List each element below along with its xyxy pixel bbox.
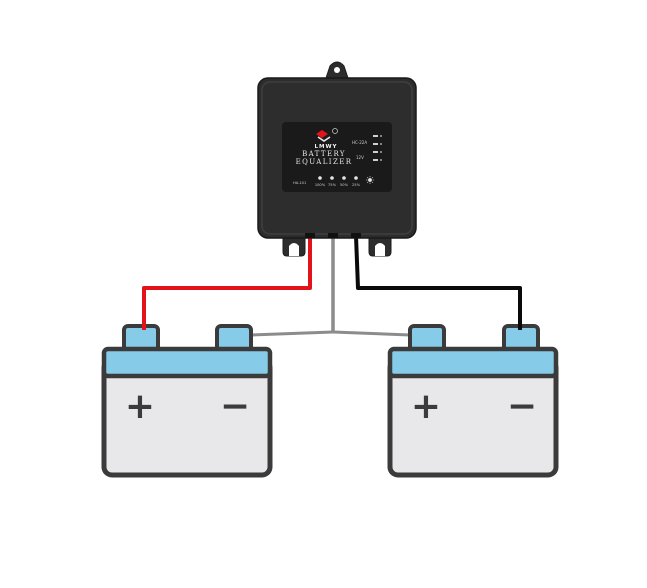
- indicator-icon-2: [373, 143, 378, 145]
- grommet-negative: [351, 233, 361, 238]
- plus-symbol: +: [125, 386, 155, 427]
- led-indicator: [318, 176, 322, 180]
- model-label: HA-101: [293, 181, 306, 185]
- plus-symbol: +: [411, 386, 441, 427]
- battery-right: + −: [387, 324, 559, 478]
- rating-label: HC-22A: [352, 140, 367, 145]
- negative-wire-black: [354, 235, 522, 327]
- device-label-panel: [282, 122, 392, 192]
- brand-logo-icon: [316, 128, 338, 142]
- level-label: 50%: [340, 183, 349, 187]
- brand-name: LMWY: [314, 144, 337, 150]
- device-title-line2: EQUALIZER: [296, 158, 353, 166]
- battery-equalizer-device: LMWY BATTERY EQUALIZER HC-22A 12V HA-101…: [257, 61, 417, 257]
- led-indicator: [342, 176, 346, 180]
- wires: [142, 235, 522, 337]
- indicator-icon-3: [373, 151, 378, 153]
- level-label: 25%: [352, 183, 361, 187]
- grommet-middle: [328, 233, 338, 238]
- battery-left: + −: [101, 324, 273, 478]
- middle-wire-left-branch: [249, 330, 334, 337]
- minus-symbol: −: [220, 386, 250, 427]
- indicator-icons: [373, 135, 382, 161]
- positive-wire-red: [142, 236, 312, 327]
- device-title-line1: BATTERY: [302, 150, 346, 158]
- middle-wire-right-branch: [332, 330, 411, 337]
- indicator-icon-4: [373, 159, 378, 161]
- minus-symbol: −: [507, 386, 537, 427]
- level-label: 100%: [315, 183, 326, 187]
- led-indicator: [354, 176, 358, 180]
- battery-cap: [387, 346, 559, 379]
- level-indicators: 100% 75% 50% 25%: [315, 176, 361, 187]
- mounting-hole-top: [334, 67, 340, 73]
- grommet-positive: [305, 233, 315, 238]
- led-indicator: [330, 176, 334, 180]
- level-label: 75%: [328, 183, 337, 187]
- sun-icon: [366, 176, 374, 184]
- voltage-label: 12V: [356, 155, 364, 160]
- indicator-icon-1: [373, 135, 378, 137]
- battery-cap: [101, 346, 273, 379]
